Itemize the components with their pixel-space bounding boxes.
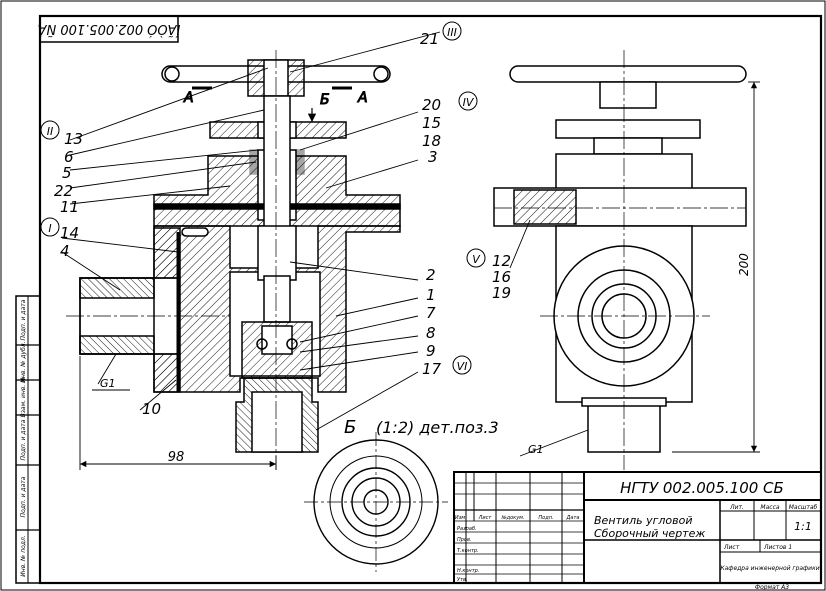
tb-role-razrab: Разраб. bbox=[457, 526, 477, 532]
view-b-detail-drawing bbox=[304, 432, 448, 572]
marker-iv: IV bbox=[463, 96, 475, 109]
strip-cell-inv-podl: Инв. № подл. bbox=[20, 535, 27, 576]
tb-col-litera: Лит. bbox=[729, 504, 744, 511]
callout-13: 13 bbox=[64, 130, 83, 148]
detail-markers bbox=[40, 21, 486, 375]
tb-hdr-date: Дата bbox=[566, 515, 580, 521]
section-markers: А А Б bbox=[183, 86, 368, 122]
callout-16: 16 bbox=[492, 268, 511, 286]
dimensions-left bbox=[79, 356, 277, 470]
detail-marker-labels: III II I IV V VI bbox=[47, 26, 481, 373]
tb-hdr-sign: Подп. bbox=[538, 515, 553, 521]
callout-8: 8 bbox=[426, 324, 436, 342]
callout-12: 12 bbox=[492, 252, 511, 270]
tb-sheet-label: Лист bbox=[723, 544, 740, 551]
strip-cell-vzam-inv: Взам. инв. № bbox=[20, 377, 27, 418]
callout-10: 10 bbox=[142, 400, 161, 418]
callout-5: 5 bbox=[62, 164, 72, 182]
strip-cell-sign-date-1: Подп. и дата bbox=[20, 299, 27, 340]
marker-i: I bbox=[48, 222, 51, 235]
side-view-leaders bbox=[509, 81, 760, 457]
callout-7: 7 bbox=[426, 304, 436, 322]
callout-14: 14 bbox=[60, 224, 79, 242]
marker-v: V bbox=[472, 253, 481, 266]
front-section-view bbox=[66, 50, 401, 470]
tb-organization: Кафедра инженерной графики bbox=[720, 565, 819, 572]
callout-17: 17 bbox=[422, 360, 442, 378]
tb-hdr-izm: Изм bbox=[455, 515, 465, 521]
left-margin-strip: Подп. и дата Инв. № дубл. Взам. инв. № П… bbox=[15, 295, 41, 584]
callout-9: 9 bbox=[426, 342, 436, 360]
tb-col-mass: Масса bbox=[760, 504, 779, 511]
title-block bbox=[453, 471, 822, 584]
tb-role-utv: Утв. bbox=[457, 577, 468, 583]
strip-cell-inv-dubl: Инв. № дубл. bbox=[20, 341, 27, 382]
callout-2: 2 bbox=[426, 266, 436, 284]
tb-role-nkontr: Н.контр. bbox=[457, 568, 479, 574]
marker-ii: II bbox=[47, 125, 54, 138]
tb-role-tkontr: Т.контр. bbox=[457, 548, 479, 554]
strip-cell-sign-date-2: Подп. и дата bbox=[20, 419, 27, 460]
marker-iii: III bbox=[447, 26, 457, 39]
callout-numbers: 21 13 6 5 22 11 14 4 20 15 18 3 2 1 7 8 … bbox=[54, 30, 442, 418]
callout-19: 19 bbox=[492, 284, 511, 302]
marker-vi: VI bbox=[457, 360, 468, 373]
callout-4: 4 bbox=[60, 242, 70, 260]
view-b-title: Б bbox=[344, 417, 356, 438]
tb-col-scale: Масштаб bbox=[789, 504, 818, 511]
section-b-label: Б bbox=[320, 92, 330, 108]
section-a-left-label: А bbox=[183, 90, 194, 106]
section-a-right-label: А bbox=[357, 90, 368, 106]
tb-product-line2: Сборочный чертеж bbox=[594, 527, 705, 540]
tb-hdr-doc: №докум. bbox=[500, 515, 524, 521]
callout-18: 18 bbox=[422, 132, 441, 150]
tb-sheets-label: Листов 1 bbox=[763, 544, 792, 551]
leader-lines bbox=[61, 31, 441, 431]
callout-15: 15 bbox=[422, 114, 441, 132]
thread-label-left: G1 bbox=[100, 377, 116, 390]
tb-role-prov: Пров. bbox=[457, 537, 472, 543]
callout-21: 21 bbox=[420, 30, 439, 48]
rotated-designation-text: ÍÃÒÓ 002.005.100 ÑÁ bbox=[38, 21, 181, 37]
tb-product-line1: Вентиль угловой bbox=[594, 514, 692, 527]
rotated-code-box: ÍÃÒÓ 002.005.100 ÑÁ bbox=[38, 15, 181, 43]
side-view bbox=[493, 50, 747, 470]
view-b-detail: (1:2) дет.поз.3 bbox=[376, 418, 499, 437]
callout-22: 22 bbox=[54, 182, 73, 200]
callout-1: 1 bbox=[426, 286, 436, 304]
title-block-text: НГТУ 002.005.100 СБ Вентиль угловой Сбор… bbox=[455, 479, 820, 591]
tb-scale-value: 1:1 bbox=[794, 520, 812, 533]
strip-cell-sign-date-3: Подп. и дата bbox=[20, 476, 27, 517]
tb-format: Формат А3 bbox=[755, 584, 789, 591]
dimension-width: 98 bbox=[168, 450, 185, 465]
tb-hdr-list: Лист bbox=[478, 515, 493, 521]
callout-3: 3 bbox=[428, 148, 438, 166]
callout-20: 20 bbox=[422, 96, 441, 114]
dimension-height: 200 bbox=[737, 253, 751, 276]
tb-designation: НГТУ 002.005.100 СБ bbox=[620, 479, 784, 497]
callout-11: 11 bbox=[60, 198, 79, 216]
callout-6: 6 bbox=[64, 148, 74, 166]
thread-label-right: G1 bbox=[528, 443, 544, 456]
